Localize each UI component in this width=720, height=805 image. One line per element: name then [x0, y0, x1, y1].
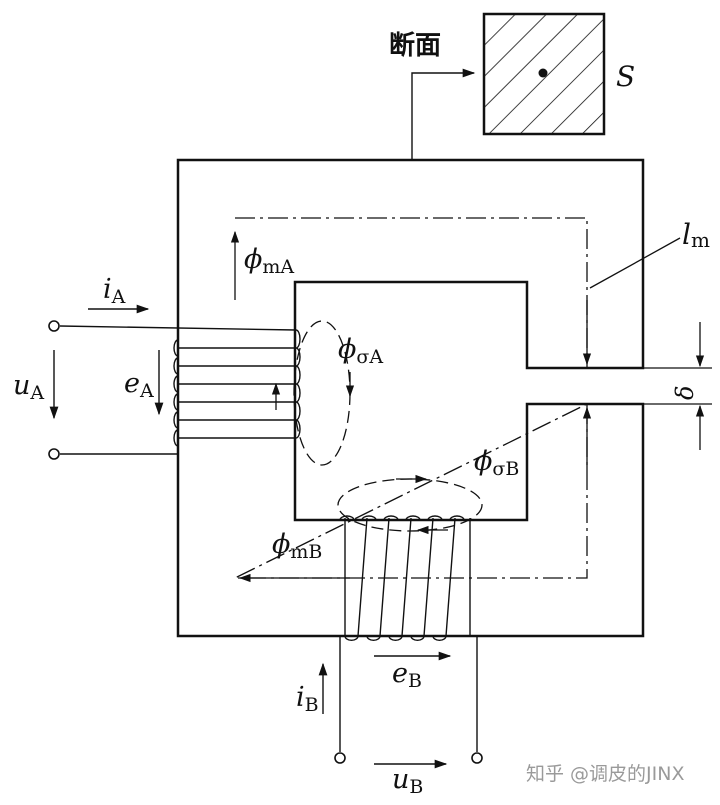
voltage-b-label: uB	[392, 764, 423, 798]
flux-main-a-label: ϕmA	[244, 244, 294, 278]
terminal-a1	[48, 320, 60, 332]
emf-b-label: eB	[392, 658, 422, 692]
path-length-leader	[589, 237, 681, 289]
flux-main-b-label: ϕmB	[272, 529, 322, 563]
area-label: S	[616, 60, 635, 93]
winding-b	[339, 515, 478, 752]
winding-a	[59, 325, 301, 455]
core	[176, 158, 645, 638]
section-label: 断面	[389, 30, 441, 61]
terminal-b2	[471, 752, 483, 764]
current-a-label: iA	[103, 274, 126, 308]
cross-section	[482, 12, 606, 136]
terminal-b1	[334, 752, 346, 764]
emf-a-label: eA	[124, 368, 154, 402]
air-gap-dimension	[643, 322, 712, 450]
path-length-label: lm	[682, 218, 710, 252]
terminal-a2	[48, 448, 60, 460]
flux-leak-b-label: ϕσB	[474, 446, 519, 480]
air-gap-label: δ	[671, 386, 699, 400]
mean-magnetic-path	[234, 217, 588, 579]
current-b-label: iB	[296, 682, 319, 716]
watermark: 知乎 @调皮的JINX	[526, 763, 684, 785]
voltage-a-label: uA	[13, 370, 44, 404]
flux-leak-a-label: ϕσA	[338, 334, 383, 368]
